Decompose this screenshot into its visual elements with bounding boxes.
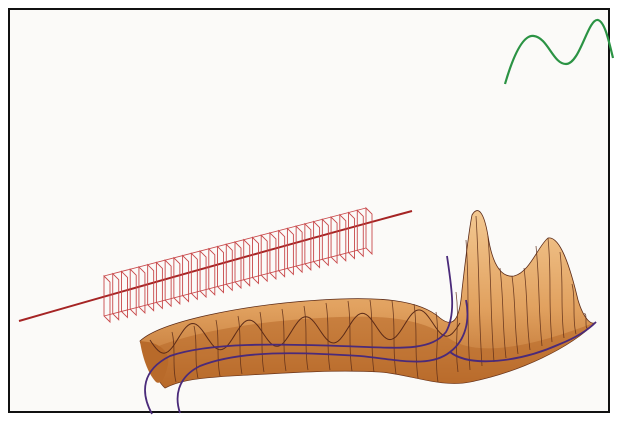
- profile-curve-icon: [505, 20, 613, 84]
- sweep-cell: [366, 208, 372, 254]
- swept-surface: [140, 211, 596, 388]
